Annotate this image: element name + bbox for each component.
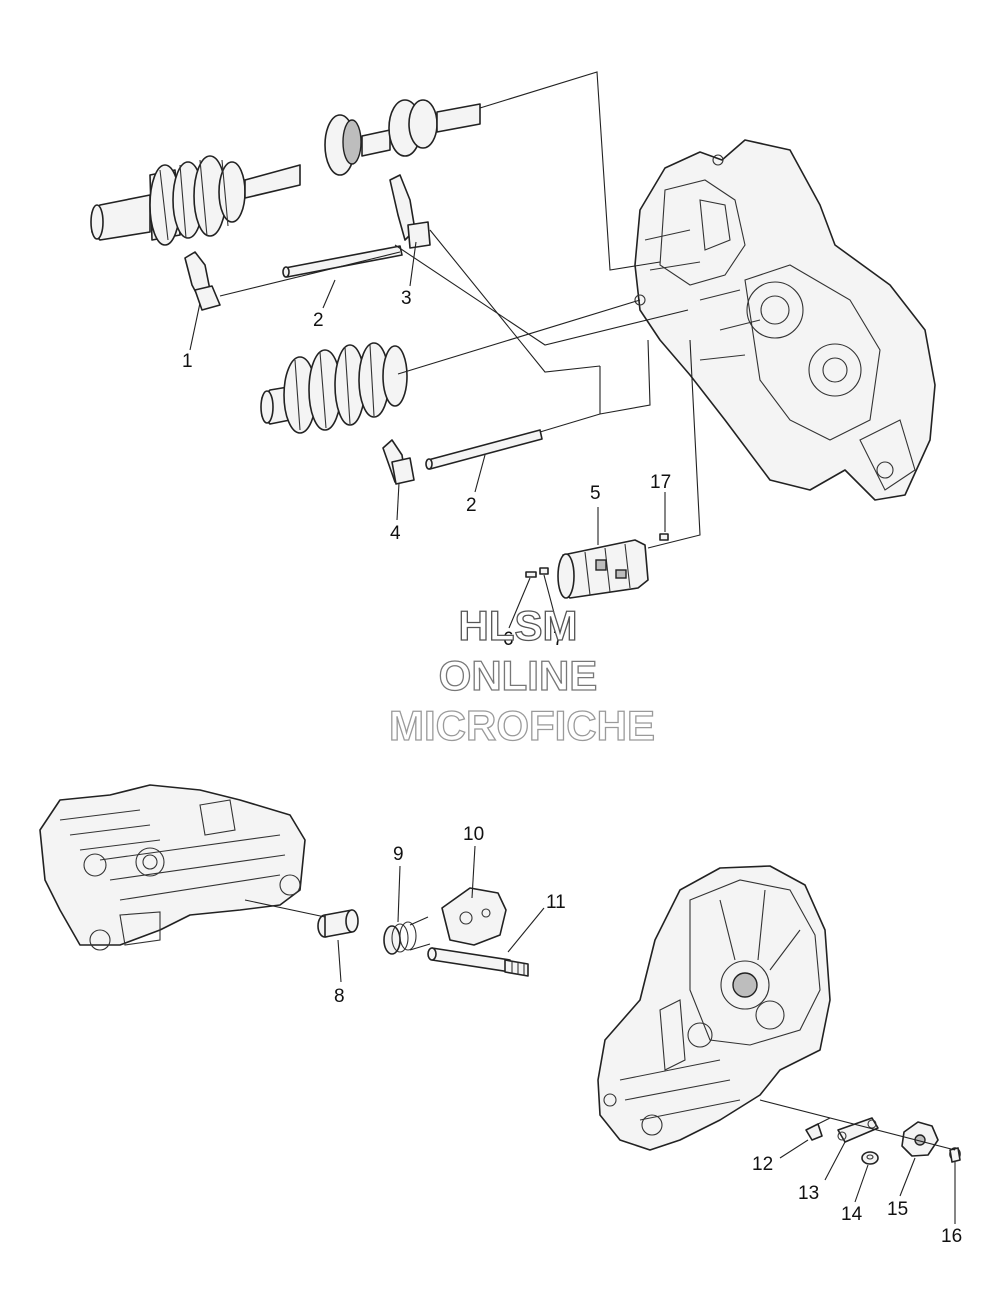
callout-7: 7 [553, 629, 564, 650]
shift-cam-15 [901, 1121, 939, 1157]
nut-14 [861, 1151, 879, 1165]
callout-10: 10 [463, 824, 484, 845]
callout-8: 8 [334, 986, 345, 1007]
pin-7 [539, 567, 549, 575]
spring-12 [805, 1117, 831, 1141]
callout-15: 15 [887, 1199, 908, 1220]
watermark-line-3: MICROFICHE [389, 702, 655, 749]
callout-16: 16 [941, 1226, 962, 1247]
watermark-line-2: ONLINE [439, 652, 598, 699]
assembly-lines-upper [219, 71, 701, 549]
callout-5: 5 [590, 483, 601, 504]
pin-17 [659, 533, 669, 541]
pin-6 [525, 571, 537, 578]
shift-shaft-10-11 [427, 887, 529, 977]
crankcase-upper-right [634, 139, 936, 501]
shift-fork-1 [184, 251, 221, 311]
bolt-16 [949, 1147, 961, 1163]
callout-1: 1 [182, 351, 193, 372]
shift-drum [557, 539, 649, 599]
countershaft-assembly [260, 342, 408, 434]
callout-17: 17 [650, 472, 671, 493]
assembly-line-lower-right [759, 1099, 956, 1151]
mainshaft-assembly [90, 99, 481, 246]
callout-leaders [189, 241, 956, 1224]
watermark: HLSM ONLINE MICROFICHE [388, 601, 655, 749]
crankcase-lower-left [39, 784, 306, 951]
callout-2-lower: 2 [466, 495, 477, 516]
shift-fork-4 [382, 439, 415, 485]
shift-fork-3 [389, 174, 431, 249]
callout-6: 6 [503, 629, 514, 650]
lever-13 [837, 1117, 879, 1143]
callout-2-upper: 2 [313, 310, 324, 331]
spring-9 [383, 916, 431, 955]
callout-9: 9 [393, 844, 404, 865]
crankcase-lower-right [597, 865, 831, 1151]
assembly-line-lower-left [244, 899, 326, 918]
callout-12: 12 [752, 1154, 773, 1175]
callout-3: 3 [401, 288, 412, 309]
callout-11: 11 [546, 892, 566, 913]
bushing-8 [317, 909, 359, 938]
callout-4: 4 [390, 523, 401, 544]
callout-13: 13 [798, 1183, 819, 1204]
callout-labels: 1 2 3 2 4 5 17 6 7 8 9 10 11 12 13 14 15… [182, 288, 962, 1247]
callout-14: 14 [841, 1204, 863, 1225]
watermark-line-1: HLSM [459, 602, 578, 649]
shift-rods [282, 245, 543, 470]
